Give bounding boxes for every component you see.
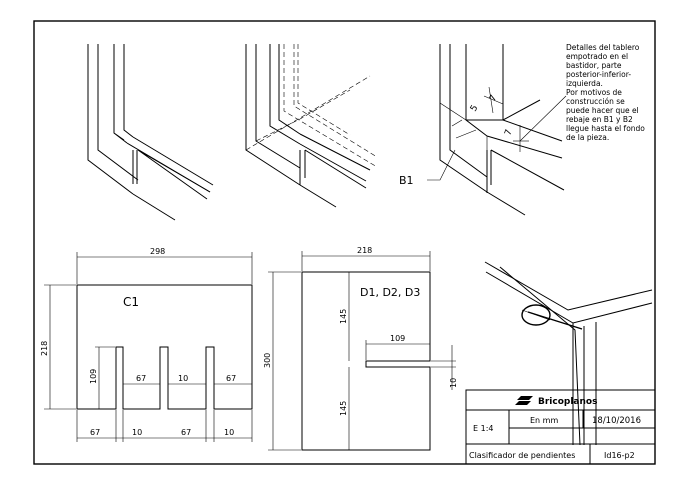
detail-view-1 [87,44,214,221]
note-line: empotrado en el [566,52,628,61]
note-line: puede hacer que el [566,106,639,115]
note-line: posterior-inferior- [566,70,631,79]
detail-view-2 [245,44,378,208]
detail-view-3 [427,44,565,216]
note-line: rebaje en B1 y B2 [566,115,633,124]
d-dim-slot-w: 10 [449,378,458,388]
note-line: Detalles del tablero [566,43,640,52]
label-b1: B1 [399,174,414,187]
units: En mm [530,416,558,425]
dim-7-side: 7 [503,128,514,137]
c1-dim-bottom-10-a: 10 [132,428,142,437]
c1-dim-slot-depth: 109 [89,369,98,384]
d-dim-width: 218 [357,246,372,255]
drawing-title: Clasificador de pendientes [469,451,575,460]
part-c1: C1 298 218 109 67 10 67 67 10 67 10 [40,247,253,442]
d-dim-height: 300 [263,353,272,368]
part-d: D1, D2, D3 218 300 145 145 109 10 [263,246,458,451]
c1-dim-bottom-67-a: 67 [90,428,100,437]
date: 18/10/2016 [592,416,641,426]
note-line: construcción se [566,97,625,106]
detail-3-labels: B1 7 5 7 [399,94,515,187]
scale: E 1:4 [473,424,493,433]
note-block: Detalles del tablero empotrado en el bas… [519,43,645,142]
d-dim-slot-len: 109 [390,334,405,343]
c1-dim-height: 218 [40,341,49,356]
c1-dim-67-b: 67 [226,374,236,383]
dim-5: 5 [469,104,481,114]
note-line: de la pieza. [566,133,609,142]
title-block: Bricoplanos E 1:4 En mm 18/10/2016 Clasi… [465,389,656,465]
c1-dim-67-a: 67 [136,374,146,383]
part-c1-name: C1 [123,295,139,309]
part-d-name: D1, D2, D3 [360,286,420,299]
detail-view-4 [484,261,653,446]
brand-logo-icon [515,396,533,405]
brand-name: Bricoplanos [538,397,597,407]
note-line: llegue hasta el fondo [566,124,645,133]
d-dim-lower: 145 [339,401,348,416]
sheet-border [33,20,656,465]
drawing-code: Id16-p2 [604,451,635,460]
dim-7-top: 7 [488,94,500,104]
note-line: Por motivos de [566,88,622,97]
d-dim-upper: 145 [339,309,348,324]
c1-dim-width: 298 [150,247,165,256]
c1-dim-bottom-67-b: 67 [181,428,191,437]
c1-dim-bottom-10-b: 10 [224,428,234,437]
c1-dim-10-a: 10 [178,374,188,383]
note-line: izquierda. [566,79,603,88]
note-line: bastidor, parte [566,61,622,70]
